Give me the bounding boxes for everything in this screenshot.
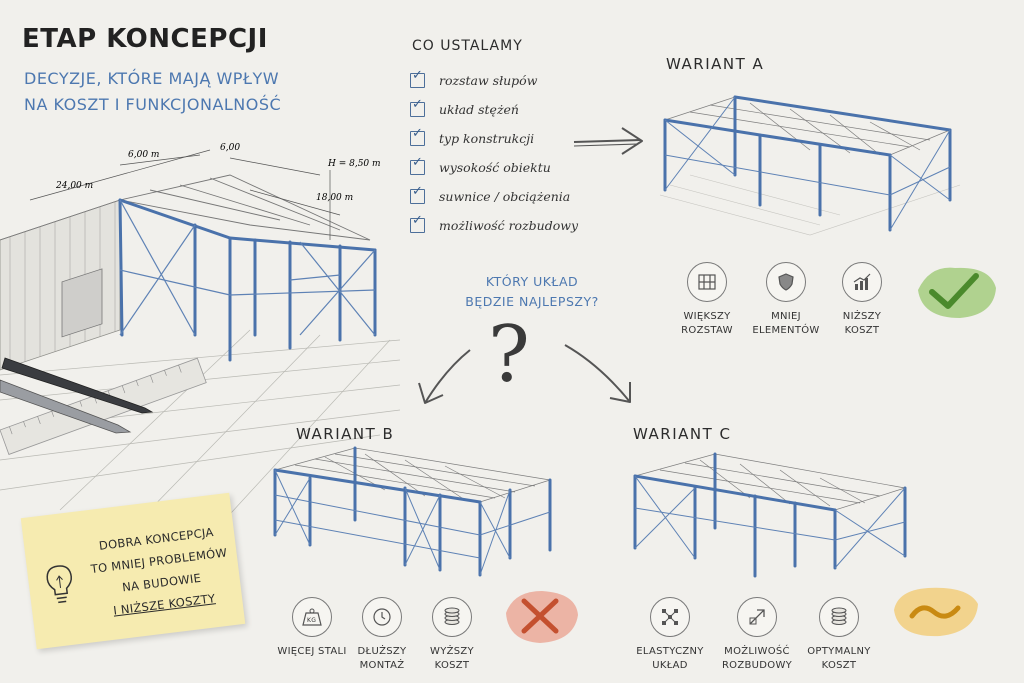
checklist-item: ✓ rozstaw słupów [410, 66, 578, 95]
question-line-1: KTÓRY UKŁAD [485, 274, 579, 289]
feature-card: KG WIĘCEJ STALI [270, 597, 354, 659]
hall-sketch: 6,00 m 24,00 m H = 8,50 m 18,00 m 6,00 [0, 143, 400, 526]
check-verdict-icon [918, 267, 996, 318]
checklist-item-label: wysokość obiektu [439, 160, 551, 175]
variant-c-label: WARIANT C [633, 425, 732, 443]
arrow-down-left-icon [418, 349, 471, 404]
checklist-item-label: możliwość rozbudowy [439, 218, 579, 233]
feature-label-line-2: ROZBUDOWY [721, 660, 793, 671]
dim-side: 6,00 [220, 143, 240, 153]
feature-label-line-2: ROZSTAW [681, 325, 733, 336]
coins-icon [432, 597, 472, 637]
dim-depth: 18,00 m [316, 193, 353, 203]
question-text: KTÓRY UKŁAD BĘDZIE NAJLEPSZY? [432, 272, 632, 312]
weight-icon-text: KG [307, 617, 316, 624]
checkbox-checked-icon: ✓ [410, 213, 425, 233]
checkbox-checked-icon: ✓ [410, 68, 425, 88]
feature-card: OPTYMALNY KOSZT [797, 597, 881, 673]
checklist-item-label: typ konstrukcji [439, 131, 535, 146]
coins-icon [819, 597, 859, 637]
checkbox-checked-icon: ✓ [410, 126, 425, 146]
feature-label-line-2: ELEMENTÓW [752, 325, 820, 336]
feature-label-line-1: NIŻSZY [842, 311, 882, 322]
feature-card: MOŻLIWOŚĆ ROZBUDOWY [715, 597, 799, 673]
feature-label-line-2: MONTAŻ [359, 660, 405, 671]
checkbox-checked-icon: ✓ [410, 155, 425, 175]
feature-label-line-1: OPTYMALNY [807, 646, 871, 657]
checklist-item: ✓ układ stężeń [410, 95, 578, 124]
checkbox-checked-icon: ✓ [410, 97, 425, 117]
arrow-right-icon [573, 127, 643, 155]
sticky-note: DOBRA KONCEPCJA TO MNIEJ PROBLEMÓW NA BU… [20, 492, 246, 650]
feature-card: ELASTYCZNY UKŁAD [628, 597, 712, 673]
checklist-item-label: suwnice / obciążenia [439, 189, 571, 204]
question-mark-icon: ? [488, 310, 530, 400]
subtitle-line-1: DECYZJE, KTÓRE MAJĄ WPŁYW [24, 69, 280, 88]
feature-label-line-1: MNIEJ [771, 311, 801, 322]
page-title: ETAP KONCEPCJI [22, 24, 268, 54]
arrow-down-right-icon [564, 344, 631, 403]
chart-down-icon [842, 262, 882, 302]
checklist-item: ✓ możliwość rozbudowy [410, 211, 578, 240]
checklist-item-label: rozstaw słupów [439, 73, 538, 88]
pens [0, 357, 154, 434]
checklist: ✓ rozstaw słupów ✓ układ stężeń ✓ typ konst… [410, 66, 578, 240]
nodes-icon [650, 597, 690, 637]
variant-b-frame [273, 446, 552, 577]
checklist-item: ✓ suwnice / obciążenia [410, 182, 578, 211]
expand-icon [737, 597, 777, 637]
subtitle-line-2: NA KOSZT I FUNKCJONALNOŚĆ [24, 95, 282, 114]
question-line-2: BĘDZIE NAJLEPSZY? [465, 294, 599, 309]
tilde-verdict-icon [894, 587, 978, 637]
feature-label-line-1: WYŻSZY [430, 646, 474, 657]
feature-card: MNIEJ ELEMENTÓW [744, 262, 828, 338]
dim-span-large: 24,00 m [55, 181, 93, 191]
checklist-item: ✓ typ konstrukcji [410, 124, 578, 153]
shield-icon [766, 262, 806, 302]
checklist-item-label: układ stężeń [439, 102, 519, 117]
variant-a-frame [659, 95, 961, 236]
feature-label-line-1: ELASTYCZNY [636, 646, 704, 657]
clock-icon [362, 597, 402, 637]
weight-icon: KG [292, 597, 332, 637]
feature-label-line-1: WIĘKSZY [683, 311, 731, 322]
feature-label-line-2: KOSZT [821, 660, 857, 671]
checklist-title: CO USTALAMY [412, 38, 523, 54]
feature-label-line-1: WIĘCEJ STALI [277, 646, 347, 657]
variant-b-label: WARIANT B [296, 425, 395, 443]
feature-label-line-1: DŁUŻSZY [357, 646, 407, 657]
feature-label-line-2: KOSZT [434, 660, 470, 671]
variant-a-label: WARIANT A [666, 55, 765, 73]
feature-card: WYŻSZY KOSZT [410, 597, 494, 673]
feature-label-line-2: KOSZT [844, 325, 880, 336]
variant-c-frame [633, 452, 907, 578]
feature-card: DŁUŻSZY MONTAŻ [340, 597, 424, 673]
feature-card: WIĘKSZY ROZSTAW [665, 262, 749, 338]
checklist-item: ✓ wysokość obiektu [410, 153, 578, 182]
dim-span-small: 6,00 m [128, 150, 159, 160]
grid-icon [687, 262, 727, 302]
feature-label-line-2: UKŁAD [652, 660, 688, 671]
lightbulb-icon [46, 565, 73, 604]
checkbox-checked-icon: ✓ [410, 184, 425, 204]
feature-card: NIŻSZY KOSZT [820, 262, 904, 338]
feature-label-line-1: MOŻLIWOŚĆ [724, 646, 790, 657]
cross-verdict-icon [506, 591, 578, 643]
note-text: DOBRA KONCEPCJA TO MNIEJ PROBLEMÓW NA BU… [85, 519, 235, 623]
dim-height: H = 8,50 m [327, 159, 381, 169]
page-subtitle: DECYZJE, KTÓRE MAJĄ WPŁYW NA KOSZT I FUN… [24, 66, 281, 118]
